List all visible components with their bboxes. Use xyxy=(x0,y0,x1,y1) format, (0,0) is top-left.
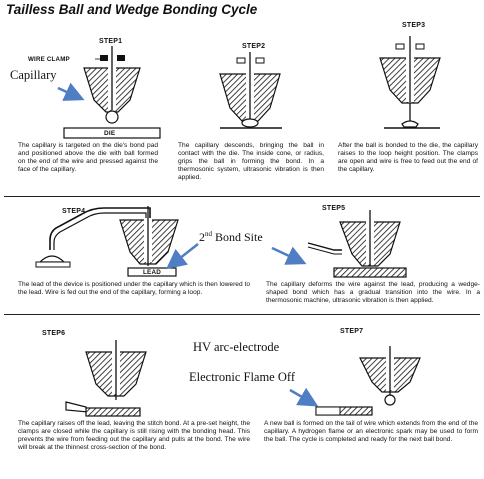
step1-label: STEP1 xyxy=(99,38,123,45)
step3-label: STEP3 xyxy=(402,22,426,29)
step5-caption: The capillary deforms the wire against t… xyxy=(266,281,480,304)
capillary-arrow xyxy=(57,82,85,101)
divider-row2 xyxy=(4,314,480,315)
step6-illustration xyxy=(65,340,147,417)
step2-label: STEP2 xyxy=(242,43,266,50)
step3-caption: After the ball is bonded to the die, the… xyxy=(338,142,478,173)
lead-label: LEAD xyxy=(143,269,161,276)
step1-illustration xyxy=(63,46,161,139)
step1-caption: The capillary is targeted on the die's b… xyxy=(18,142,158,173)
step7-caption: A new ball is formed on the tail of wire… xyxy=(264,420,478,443)
wire-clamp-left xyxy=(100,55,108,61)
step4-illustration xyxy=(35,206,179,277)
hv-arc-annotation: HV arc-electrode xyxy=(193,340,280,354)
wire-clamp-right xyxy=(117,55,125,61)
die-block xyxy=(63,127,161,139)
bond-site-arrow-left xyxy=(166,243,199,270)
step4-caption: The lead of the device is positioned und… xyxy=(18,281,250,296)
bond-site-arrow-right xyxy=(271,246,307,265)
step3-illustration xyxy=(379,36,441,129)
step2-illustration xyxy=(219,52,282,129)
step4-label: STEP4 xyxy=(62,208,86,215)
divider-row1 xyxy=(4,196,480,197)
wire-clamp-label: WIRE CLAMP xyxy=(28,56,70,63)
diagram-title: Tailless Ball and Wedge Bonding Cycle xyxy=(6,2,258,17)
step7-label: STEP7 xyxy=(340,328,364,335)
step6-label: STEP6 xyxy=(42,330,66,337)
step5-label: STEP5 xyxy=(322,205,346,212)
bond-site-rest: Bond Site xyxy=(212,230,263,244)
step6-caption: The capillary raises off the lead, leavi… xyxy=(18,420,250,451)
eflame-arrow xyxy=(289,387,319,407)
step2-caption: The capillary descends, bringing the bal… xyxy=(178,142,324,181)
eflame-annotation: Electronic Flame Off xyxy=(189,370,295,384)
bond-site-prefix: 2 xyxy=(199,230,205,244)
bond-site-annotation: 2nd Bond Site xyxy=(199,230,263,245)
die-label: DIE xyxy=(104,130,116,137)
wire-ball xyxy=(105,110,119,124)
bond-site-sup: nd xyxy=(205,230,212,238)
step7-illustration xyxy=(315,346,421,416)
capillary-annotation: Capillary xyxy=(10,68,57,82)
step5-illustration xyxy=(307,210,407,278)
